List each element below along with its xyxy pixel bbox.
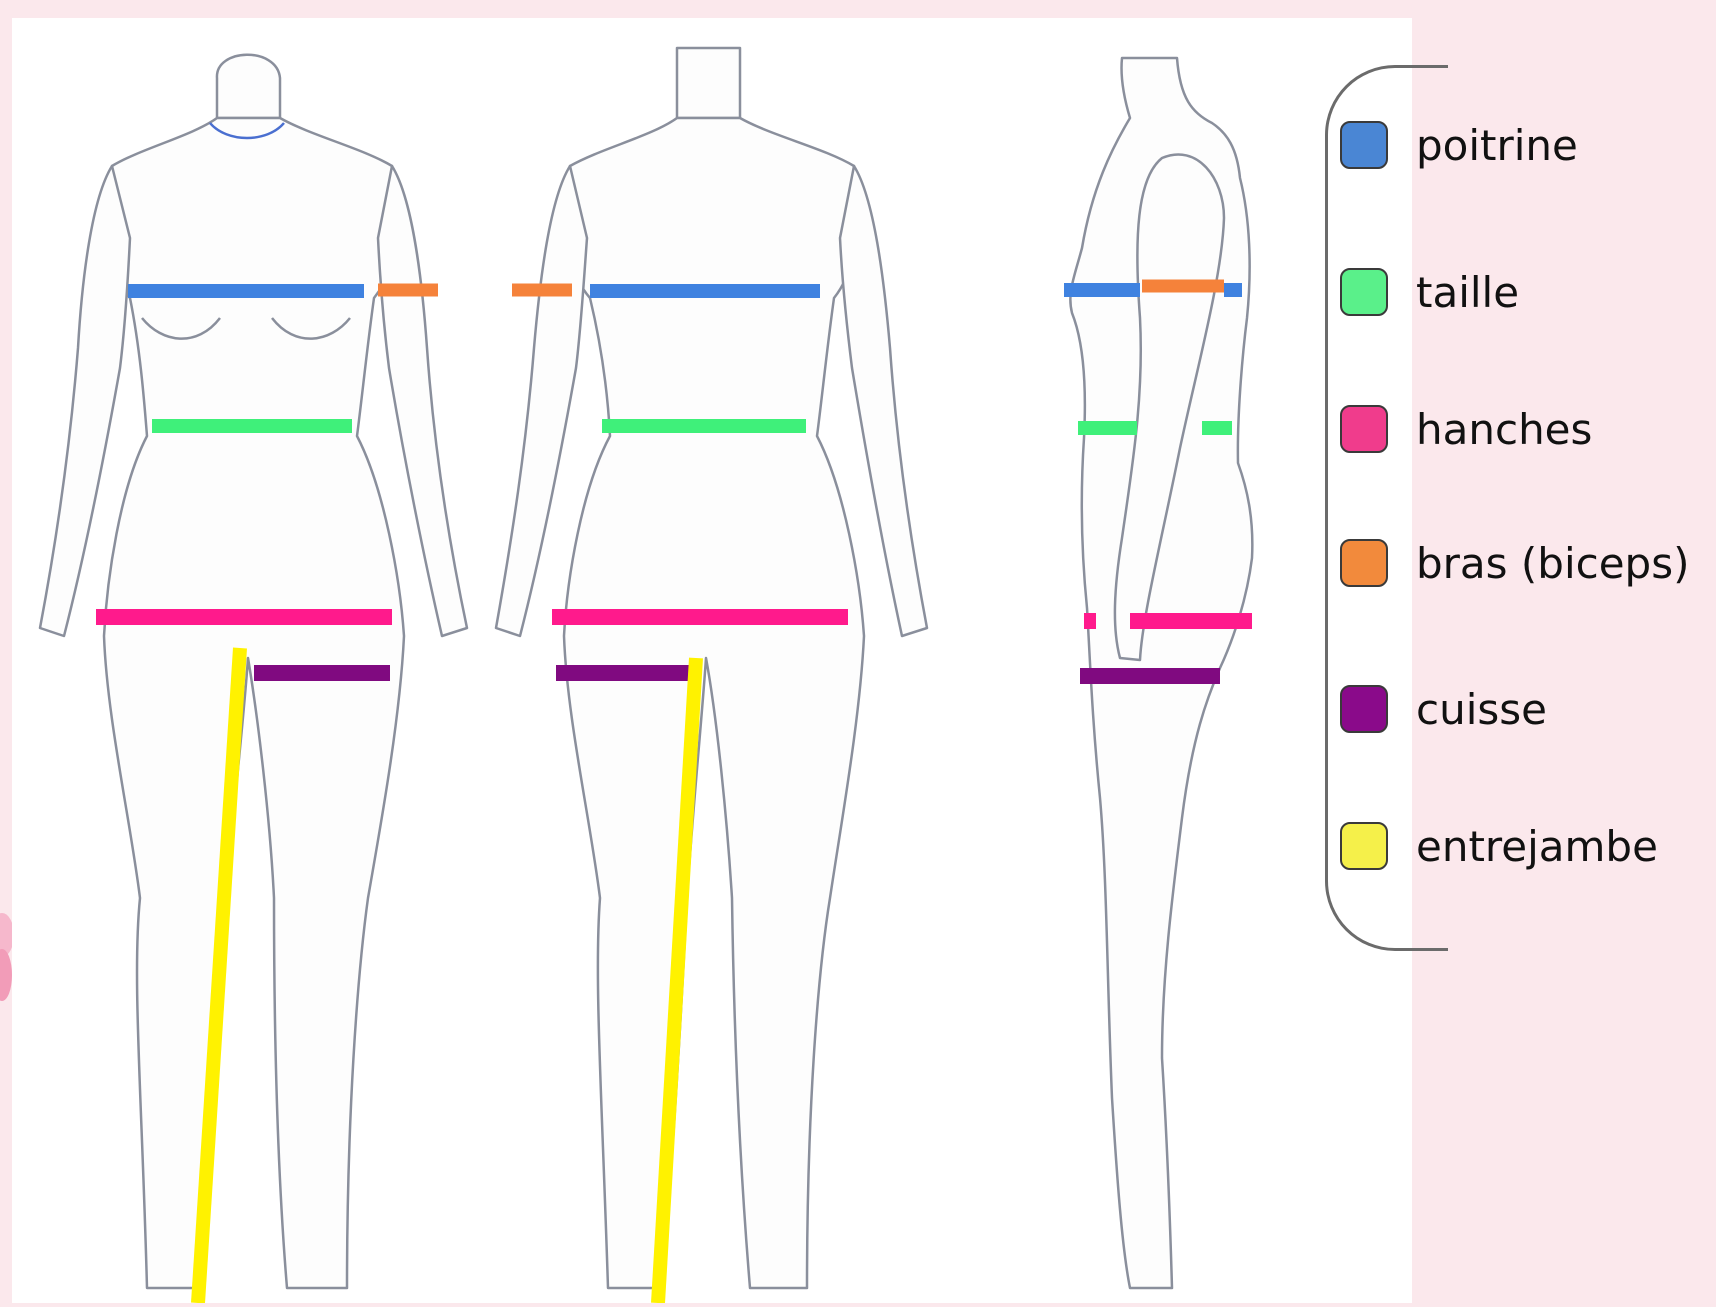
legend-label-bras: bras (biceps) [1416,539,1689,588]
legend-item-entrejambe: entrejambe [1340,816,1658,876]
legend-label-poitrine: poitrine [1416,121,1578,170]
legend-item-cuisse: cuisse [1340,679,1547,739]
mannequin-illustration [12,18,1412,1303]
swatch-bras [1340,539,1388,587]
legend-label-taille: taille [1416,268,1519,317]
legend-item-poitrine: poitrine [1340,115,1578,175]
swatch-poitrine [1340,121,1388,169]
front-view-figure [40,55,467,1288]
swatch-taille [1340,268,1388,316]
legend-label-cuisse: cuisse [1416,685,1547,734]
swatch-entrejambe [1340,822,1388,870]
legend-item-taille: taille [1340,262,1519,322]
swatch-hanches [1340,405,1388,453]
mannequin-panel [12,18,1412,1303]
legend-label-entrejambe: entrejambe [1416,822,1658,871]
legend-item-hanches: hanches [1340,399,1592,459]
legend: poitrine taille hanches bras (biceps) cu… [1340,0,1710,1000]
legend-item-bras: bras (biceps) [1340,533,1689,593]
legend-label-hanches: hanches [1416,405,1592,454]
swatch-cuisse [1340,685,1388,733]
